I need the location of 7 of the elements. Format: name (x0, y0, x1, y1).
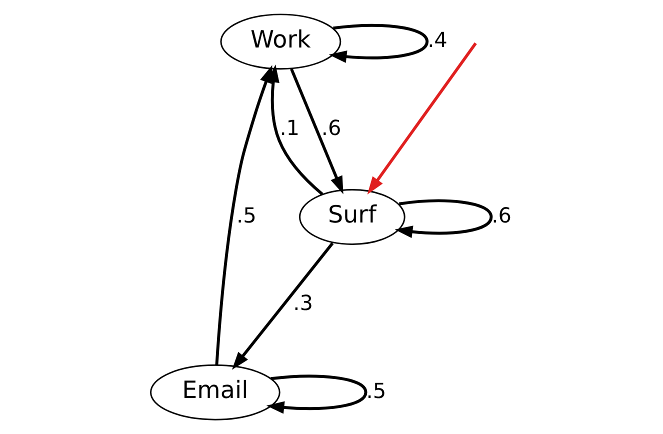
edge-label: .6 (492, 204, 512, 228)
edge-label: .4 (428, 28, 448, 52)
edge-label: .5 (366, 378, 386, 403)
edge-label: .6 (321, 116, 342, 140)
edge-label: .3 (293, 291, 313, 316)
edge-label: .5 (236, 204, 256, 228)
edge-label: .1 (280, 116, 300, 140)
